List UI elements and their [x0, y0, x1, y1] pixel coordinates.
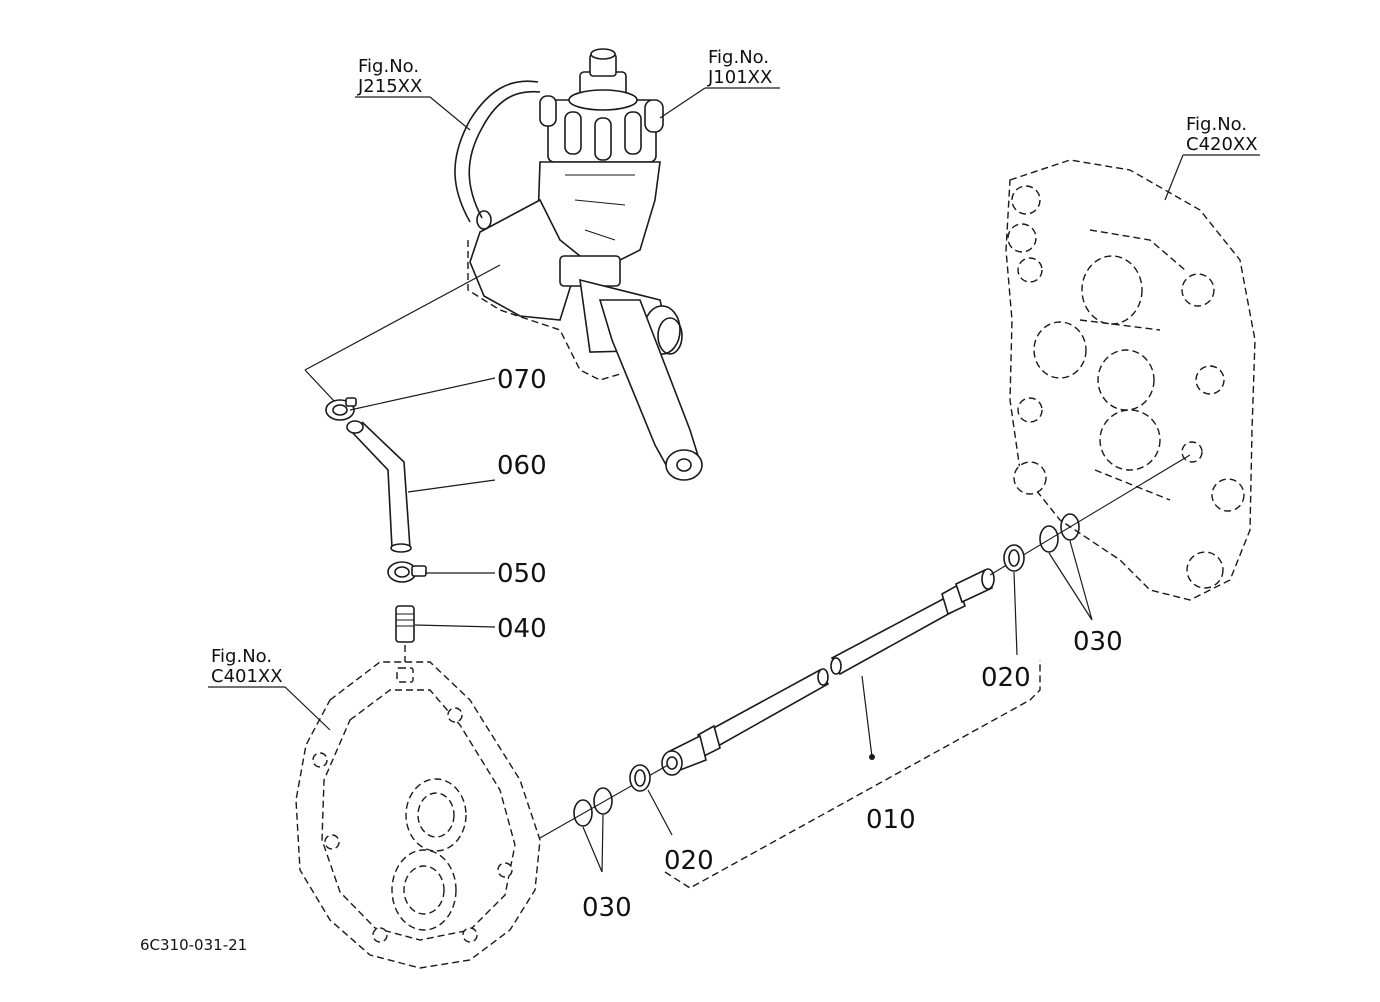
leader-070-upper [304, 264, 501, 371]
leaders [208, 87, 1260, 889]
left-case-c401 [295, 661, 541, 969]
o-rings-030-left [573, 787, 613, 827]
svg-text:Fig.No.: Fig.No. [358, 56, 419, 77]
svg-text:C420XX: C420XX [1186, 134, 1258, 155]
part-label-060: 060 [497, 451, 547, 481]
right-case-c420 [1005, 159, 1256, 601]
svg-text:J101XX: J101XX [707, 67, 772, 88]
clamp-050 [387, 561, 427, 583]
fig-ref-j101: Fig.No. J101XX [707, 47, 772, 88]
part-label-030-right: 030 [1073, 627, 1123, 657]
svg-text:J215XX: J215XX [357, 76, 422, 97]
svg-text:Fig.No.: Fig.No. [211, 646, 272, 667]
fig-ref-c401: Fig.No. C401XX [211, 646, 283, 687]
svg-text:Fig.No.: Fig.No. [1186, 114, 1247, 135]
seal-020-right [1003, 544, 1025, 572]
part-label-020-left: 020 [664, 846, 714, 876]
svg-text:Fig.No.: Fig.No. [708, 47, 769, 68]
part-label-040: 040 [497, 614, 547, 644]
part-label-050: 050 [497, 559, 547, 589]
fitting-040 [395, 605, 415, 668]
shaft-010-right [830, 568, 995, 676]
part-label-070: 070 [497, 365, 547, 395]
part-label-020-right: 020 [981, 663, 1031, 693]
upper-valve-assembly [454, 48, 703, 481]
svg-text:C401XX: C401XX [211, 666, 283, 687]
drawing-id: 6C310-031-21 [140, 936, 247, 954]
shaft-010-left [661, 668, 830, 776]
seal-020-left [629, 764, 651, 792]
part-label-030-left: 030 [582, 893, 632, 923]
fig-ref-c420: Fig.No. C420XX [1186, 114, 1258, 155]
hose-060 [346, 420, 412, 553]
clamp-070 [325, 397, 357, 421]
part-label-010: 010 [866, 805, 916, 835]
fig-ref-j215: Fig.No. J215XX [357, 56, 422, 97]
o-rings-030-right [1039, 513, 1080, 553]
